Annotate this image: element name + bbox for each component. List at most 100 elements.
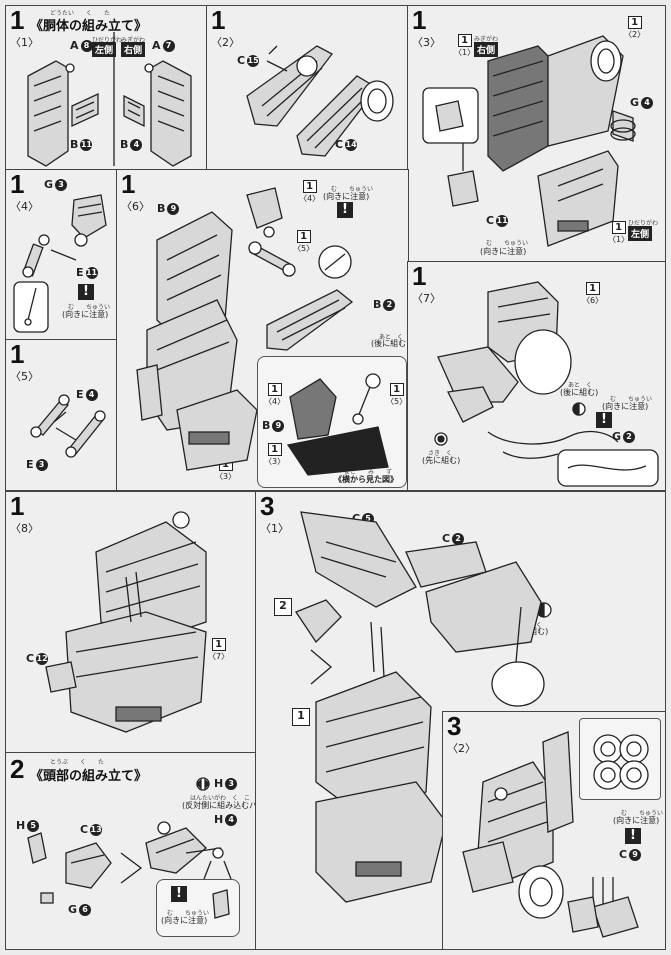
step-substep: 〈2〉 — [447, 742, 476, 755]
step-substep: 〈4〉 — [10, 200, 39, 213]
step-number: 1 — [412, 261, 427, 291]
panel-step-1-7: 1 〈7〉 1〈6〉 あと く (後に組む) む ちゅうい (向きに注意) ! … — [407, 261, 666, 491]
step-number: 1 — [211, 5, 226, 35]
ref-step-1: 1 — [292, 708, 310, 726]
section-title-torso: 《胴体の組み立て》 — [30, 19, 148, 34]
step-number: 1 — [10, 5, 25, 35]
ref-1-2: 1〈2〉 — [624, 16, 646, 39]
orientation-ruby: む ちゅうい — [486, 240, 529, 247]
warning-icon: ! — [337, 202, 353, 218]
first-assemble-note: (先に組む) — [422, 456, 461, 465]
step-substep: 〈8〉 — [10, 522, 39, 535]
front-half-marker — [434, 432, 448, 446]
side-view-label: 《横から見た図》 — [334, 475, 398, 484]
orientation-note: (向きに注意) — [602, 402, 649, 411]
back-assemble-note: (後に組む) — [560, 388, 599, 397]
torso-joint-illustration — [136, 187, 354, 471]
side-view-illustration — [286, 373, 389, 476]
back-assemble-note: (後に組む) — [371, 339, 410, 348]
right-side-badge: 右側 — [474, 42, 499, 57]
ref-1-7: 1〈7〉 — [208, 638, 230, 661]
title-ruby: とうぶ く た — [50, 759, 105, 766]
left-side-badge: 左側 — [628, 226, 653, 241]
orientation-note: (向きに注意) — [480, 247, 527, 256]
detail-inset — [579, 718, 661, 800]
warning-icon: ! — [78, 284, 94, 300]
step-substep: 〈3〉 — [412, 36, 441, 49]
ref-1-5: 1〈5〉 — [293, 230, 315, 253]
head-assembly-illustration — [27, 821, 232, 904]
side-view-ruby: よこ み ず — [344, 469, 393, 476]
joint-part-illustration — [13, 194, 107, 333]
section-title-head: 《頭部の組み立て》 — [30, 769, 148, 784]
step-substep: 〈5〉 — [10, 370, 39, 383]
step-number: 1 — [10, 491, 25, 521]
torso-completed-illustration — [45, 511, 207, 733]
rear-half-marker — [572, 402, 586, 416]
ref-1-4: 1〈4〉 — [264, 383, 286, 406]
step-substep: 〈1〉 — [10, 36, 39, 49]
rod-parts-illustration — [30, 394, 106, 458]
orientation-ruby: む ちゅうい — [331, 186, 374, 193]
torso-assembly-illustration — [422, 35, 636, 247]
ref-step-2: 2 — [274, 598, 292, 616]
step-number: 1 — [412, 5, 427, 35]
waist-cable-illustration — [437, 281, 659, 487]
small-part-illustration — [212, 889, 230, 919]
step-number: 1 — [121, 169, 136, 199]
step-number: 3 — [447, 711, 462, 741]
right-side-ruby: みぎがわ — [121, 37, 146, 44]
backpack-assembly-illustration — [462, 731, 639, 938]
left-side-ruby: ひだりがわ — [92, 37, 123, 44]
left-side-ruby: ひだりがわ — [628, 220, 659, 227]
orientation-inset: ! む ちゅうい (向きに注意) — [156, 879, 240, 937]
orientation-ruby: む ちゅうい — [621, 810, 664, 817]
upper-body-assembly-illustration — [295, 511, 545, 903]
shoulder-part-illustration — [246, 45, 394, 157]
ref-1-3: 1〈3〉 — [264, 443, 286, 466]
orientation-ruby: む ちゅうい — [610, 396, 653, 403]
step-substep: 〈6〉 — [121, 200, 150, 213]
step-number: 2 — [10, 754, 25, 784]
step-number: 3 — [260, 491, 275, 521]
right-side-badge: 右側 — [121, 42, 146, 57]
right-side-ruby: みぎがわ — [474, 36, 499, 43]
warning-icon: ! — [625, 828, 641, 844]
back-ruby: あと く — [379, 334, 404, 341]
thruster-detail-illustration — [593, 734, 649, 790]
step-substep: 〈7〉 — [412, 292, 441, 305]
orientation-note: (向きに注意) — [613, 816, 660, 825]
step-substep: 〈2〉 — [211, 36, 240, 49]
orientation-note: (向きに注意) — [161, 916, 208, 925]
first-ruby: さき く — [428, 450, 453, 457]
torso-side-plates-illustration — [27, 32, 192, 167]
